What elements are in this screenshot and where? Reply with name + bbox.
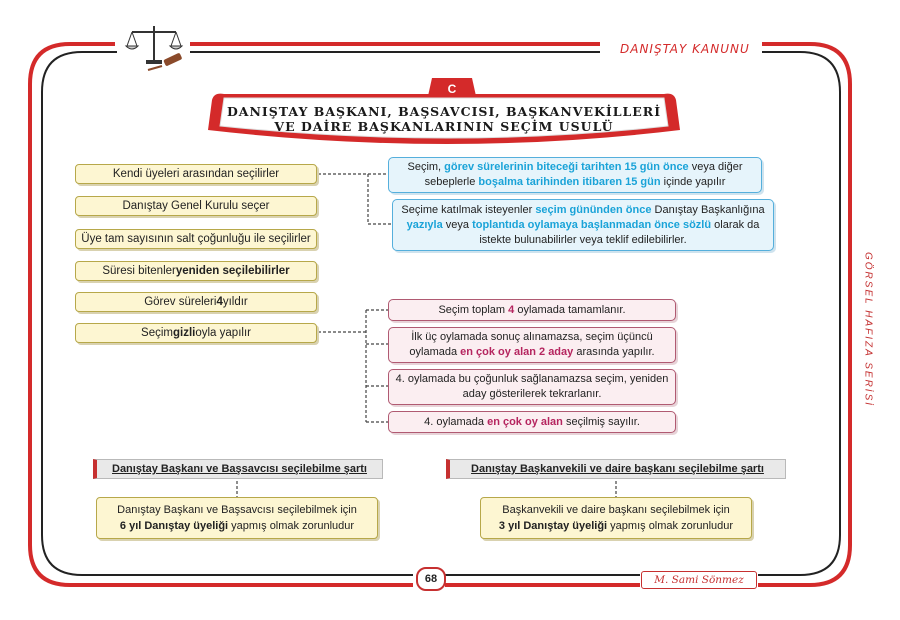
left-item-4: Süresi bitenler yeniden seçilebilirler [75,261,317,281]
text-bold: 6 yıl Danıştay üyeliği [119,520,229,532]
text-post: yapmış olmak zorunludur [228,520,355,532]
text-bold: gizli [172,327,196,339]
condition-text: Başkanvekili ve daire başkanı seçilebilm… [499,502,733,534]
text-pre: Süresi bitenler [102,265,176,277]
left-item-text: Kendi üyeleri arasından seçilirler [112,168,280,180]
text-bold: 4 [216,296,223,308]
condition-heading-president: Danıştay Başkanı ve Başsavcısı seçilebil… [93,459,383,479]
voting-rule-3: 4. oylamada bu çoğunluk sağlanamazsa seç… [388,369,676,405]
text-pre: Seçim [141,327,173,339]
condition-line2: 6 yıl Danıştay üyeliği yapmış olmak zoru… [117,518,357,534]
rule-text: 4. oylamada bu çoğunluk sağlanamazsa seç… [395,372,669,402]
page-number: 68 [416,567,446,591]
highlight: en çok oy alan 2 aday [460,346,574,358]
left-item-5: Görev süreleri 4 yıldır [75,292,317,312]
rule-text: İlk üç oylamada sonuç alınamazsa, seçim … [395,330,669,360]
rule-text: 4. oylamada en çok oy alan seçilmiş sayı… [424,415,640,430]
left-item-2: Danıştay Genel Kurulu seçer [75,196,317,216]
header-title: DANIŞTAY KANUNU [620,42,750,56]
text-bold: 3 yıl Danıştay üyeliği [498,520,608,532]
info-text: Seçim, görev sürelerinin biteceği tariht… [395,160,755,190]
section-title-banner: DANIŞTAY BAŞKANI, BAŞSAVCISI, BAŞKANVEKİ… [224,97,664,141]
text: Seçime katılmak isteyenler [401,203,536,216]
section-title-line2: VE DAİRE BAŞKANLARININ SEÇİM USULÜ [274,119,614,134]
text: 4. oylamada bu çoğunluk sağlanamazsa seç… [395,373,669,400]
highlight: en çok oy alan [487,415,563,428]
highlight: 4 [508,303,515,316]
text: İlk üç oylamada sonuç alınamazsa, seçim … [409,331,653,358]
info-box-election-timing: Seçim, görev sürelerinin biteceği tariht… [388,157,762,193]
scales-of-justice-gavel-icon [124,26,184,71]
condition-line1: Başkanvekili ve daire başkanı seçilebilm… [502,504,730,516]
highlight: görev sürelerinin biteceği tarihten 15 g… [444,161,689,173]
series-label: GÖRSEL HAFIZA SERİSİ [862,252,874,408]
left-item-1: Kendi üyeleri arasından seçilirler [75,164,317,184]
text: veya [442,218,473,231]
highlight: boşalma tarihinden itibaren 15 gün [478,176,661,188]
text-bold: yeniden seçilebilirler [175,265,290,277]
condition-line2: 3 yıl Danıştay üyeliği yapmış olmak zoru… [499,518,733,534]
left-item-text: Üye tam sayısının salt çoğunluğu ile seç… [81,233,311,245]
voting-rule-2: İlk üç oylamada sonuç alınamazsa, seçim … [388,327,676,363]
text-post: oyla yapılır [195,327,251,339]
text-post: yapmış olmak zorunludur [607,520,734,532]
rule-text: Seçim toplam 4 oylamada tamamlanır. [438,303,625,318]
condition-line1: Danıştay Başkanı ve Başsavcısı seçilebil… [117,504,357,516]
condition-heading-vicepresident: Danıştay Başkanvekili ve daire başkanı s… [446,459,786,479]
text: seçilmiş sayılır. [562,415,640,428]
text: oylamada tamamlanır. [514,303,626,316]
text-post: yıldır [222,296,248,308]
text: arasında yapılır. [573,346,655,358]
voting-rule-4: 4. oylamada en çok oy alan seçilmiş sayı… [388,411,676,433]
text: Seçim, [407,161,445,173]
section-title-line1: DANIŞTAY BAŞKANI, BAŞSAVCISI, BAŞKANVEKİ… [226,104,662,119]
voting-rule-1: Seçim toplam 4 oylamada tamamlanır. [388,299,676,321]
highlight: yazıyla [406,218,443,231]
info-text: Seçime katılmak isteyenler seçim gününde… [399,203,767,248]
condition-box-vicepresident: Başkanvekili ve daire başkanı seçilebilm… [480,497,752,539]
text: veya diğer sebeplerle [424,161,743,188]
text-pre: Görev süreleri [144,296,217,308]
section-letter: C [447,82,457,96]
text: olarak da istekte bulunabilirler veya te… [479,218,760,246]
left-item-text: Danıştay Genel Kurulu seçer [122,200,270,212]
condition-text: Danıştay Başkanı ve Başsavcısı seçilebil… [117,502,357,534]
condition-box-president: Danıştay Başkanı ve Başsavcısı seçilebil… [96,497,378,539]
author-label: M. Sami Sönmez [641,571,757,589]
left-item-3: Üye tam sayısının salt çoğunluğu ile seç… [75,229,317,249]
text: içinde yapılır [660,176,726,188]
info-box-candidacy: Seçime katılmak isteyenler seçim gününde… [392,199,774,251]
text: Danıştay Başkanlığına [651,203,765,216]
highlight: seçim gününden önce [535,203,652,216]
text: 4. oylamada [424,415,488,428]
highlight: toplantıda oylamaya başlanmadan önce söz… [472,218,712,231]
left-item-6: Seçim gizli oyla yapılır [75,323,317,343]
text: Seçim toplam [438,303,509,316]
